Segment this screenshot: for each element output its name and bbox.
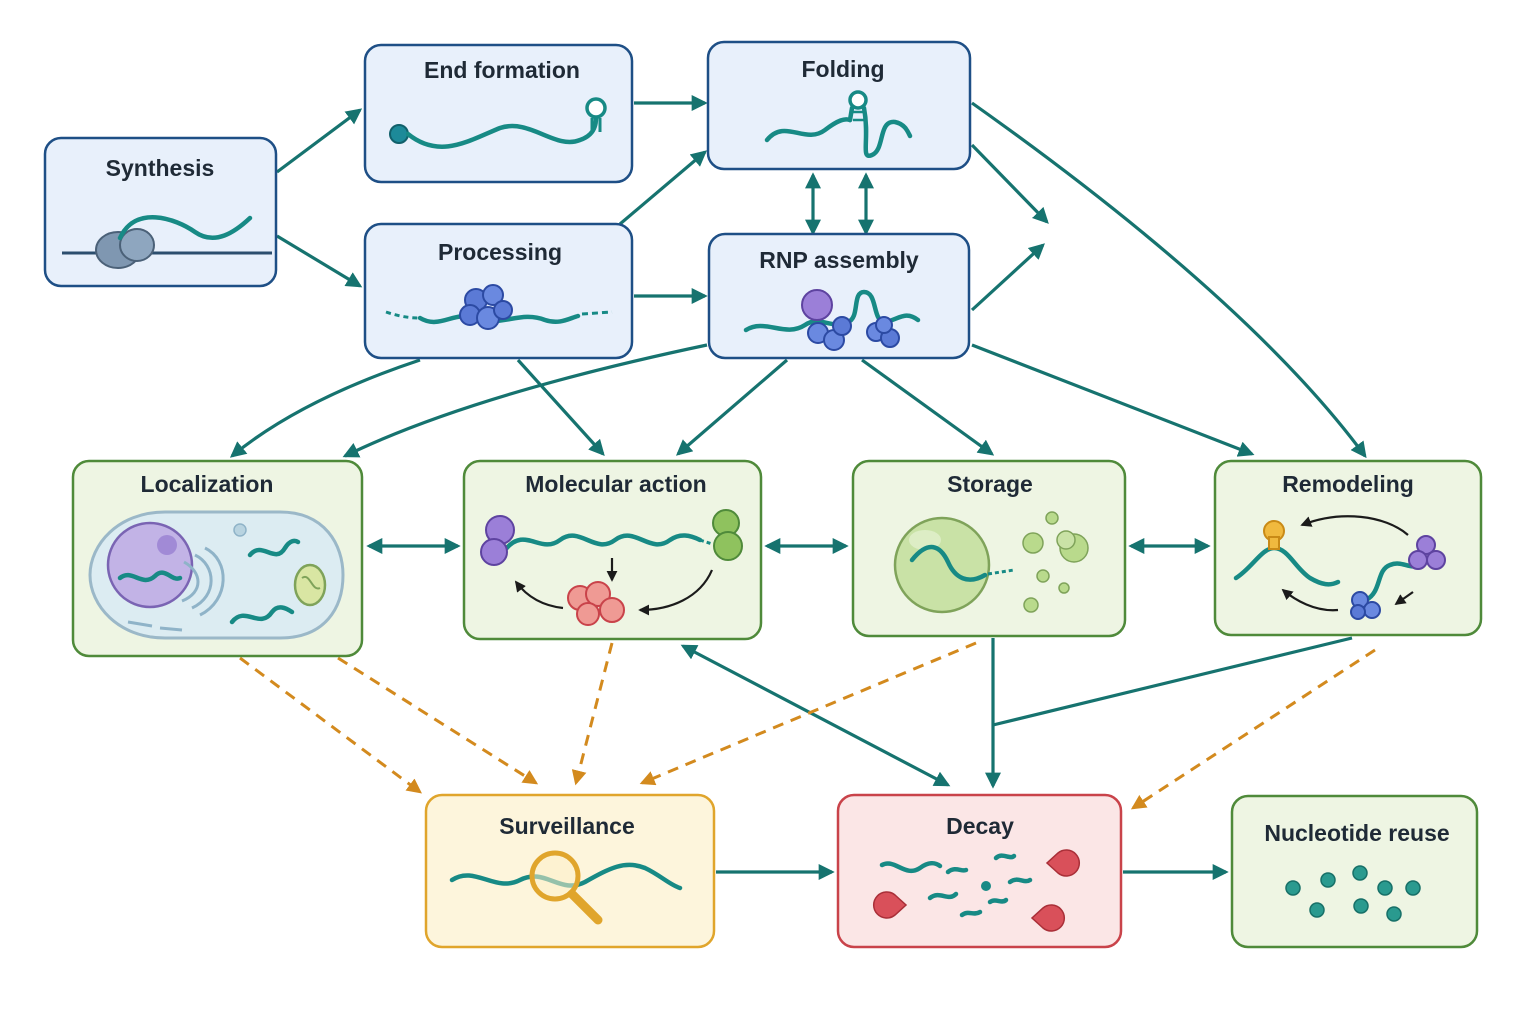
edge-rnp-assembly-to-localization xyxy=(342,343,708,458)
node-folding[interactable]: Folding xyxy=(706,40,972,171)
edge-folding-to-beyond xyxy=(970,143,1049,224)
capped-rna-with-hairpin-icon xyxy=(389,97,607,149)
node-folding-label: Folding xyxy=(801,56,884,82)
granule-droplet-icon xyxy=(893,511,1089,614)
node-molecular-action[interactable]: Molecular action xyxy=(462,459,763,641)
edge-rnp-assembly-to-storage xyxy=(861,358,995,456)
node-storage-label: Storage xyxy=(947,471,1033,497)
node-decay-label: Decay xyxy=(946,813,1014,839)
spliceosome-on-rna-icon xyxy=(385,284,613,330)
node-surveillance[interactable]: Surveillance xyxy=(424,793,716,949)
node-rnp-assembly-label: RNP assembly xyxy=(759,247,919,273)
edge-synthesis-to-processing xyxy=(276,234,363,288)
node-rnp-assembly[interactable]: RNP assembly xyxy=(707,232,971,360)
node-localization[interactable]: Localization xyxy=(71,459,364,658)
edges xyxy=(229,95,1376,880)
free-nucleotides-icon xyxy=(1285,865,1421,922)
nuclease-fragments-icon xyxy=(872,849,1081,932)
node-remodeling-label: Remodeling xyxy=(1282,471,1414,497)
node-processing-label: Processing xyxy=(438,239,562,265)
node-remodeling[interactable]: Remodeling xyxy=(1213,459,1483,637)
folded-rna-hairpin-icon xyxy=(764,90,913,159)
edge-dashed-localization-to-surveillance-b xyxy=(337,656,539,785)
edge-dashed-localization-to-surveillance-a xyxy=(239,656,423,794)
edge-dashed-molecular-action-to-surveillance xyxy=(571,642,614,786)
edge-molecular-action-decay xyxy=(680,644,951,787)
node-decay[interactable]: Decay xyxy=(836,793,1123,949)
edge-remodeling-to-decay xyxy=(992,636,1353,727)
node-synthesis[interactable]: Synthesis xyxy=(43,136,278,288)
polymerase-on-dna-icon xyxy=(62,215,272,269)
node-surveillance-label: Surveillance xyxy=(499,813,635,839)
node-molecular-action-label: Molecular action xyxy=(525,471,706,497)
edge-dashed-storage-to-surveillance xyxy=(639,641,977,786)
edge-rnp-assembly-to-molecular-action xyxy=(675,358,789,456)
node-nucleotide-reuse[interactable]: Nucleotide reuse xyxy=(1230,794,1479,949)
node-remodeling-box xyxy=(1213,459,1483,637)
node-synthesis-label: Synthesis xyxy=(106,155,215,181)
node-end-formation[interactable]: End formation xyxy=(363,43,634,184)
rna-protein-cycle-icon xyxy=(480,509,743,626)
node-molecular-action-box xyxy=(462,459,763,641)
edge-dashed-remodeling-to-decay xyxy=(1130,648,1376,810)
edge-folding-to-remodeling xyxy=(971,101,1367,459)
node-end-formation-label: End formation xyxy=(424,57,580,83)
node-folding-box xyxy=(706,40,972,171)
protein-exchange-cycle-icon xyxy=(1233,515,1446,620)
edge-processing-to-folding xyxy=(618,150,708,226)
node-processing[interactable]: Processing xyxy=(363,222,634,360)
cell-with-rna-icon xyxy=(88,510,345,640)
magnifier-on-rna-icon xyxy=(449,850,683,925)
node-storage[interactable]: Storage xyxy=(851,459,1127,638)
edge-processing-to-localization xyxy=(229,358,421,458)
rna-protein-complex-icon xyxy=(743,289,921,351)
edge-synthesis-to-end-formation xyxy=(276,108,363,174)
edge-rnp-assembly-to-beyond xyxy=(970,243,1045,312)
node-localization-label: Localization xyxy=(141,471,274,497)
node-nucleotide-reuse-label: Nucleotide reuse xyxy=(1264,820,1449,846)
edge-rnp-assembly-to-remodeling xyxy=(971,343,1255,457)
edge-processing-to-molecular-action xyxy=(516,358,605,456)
